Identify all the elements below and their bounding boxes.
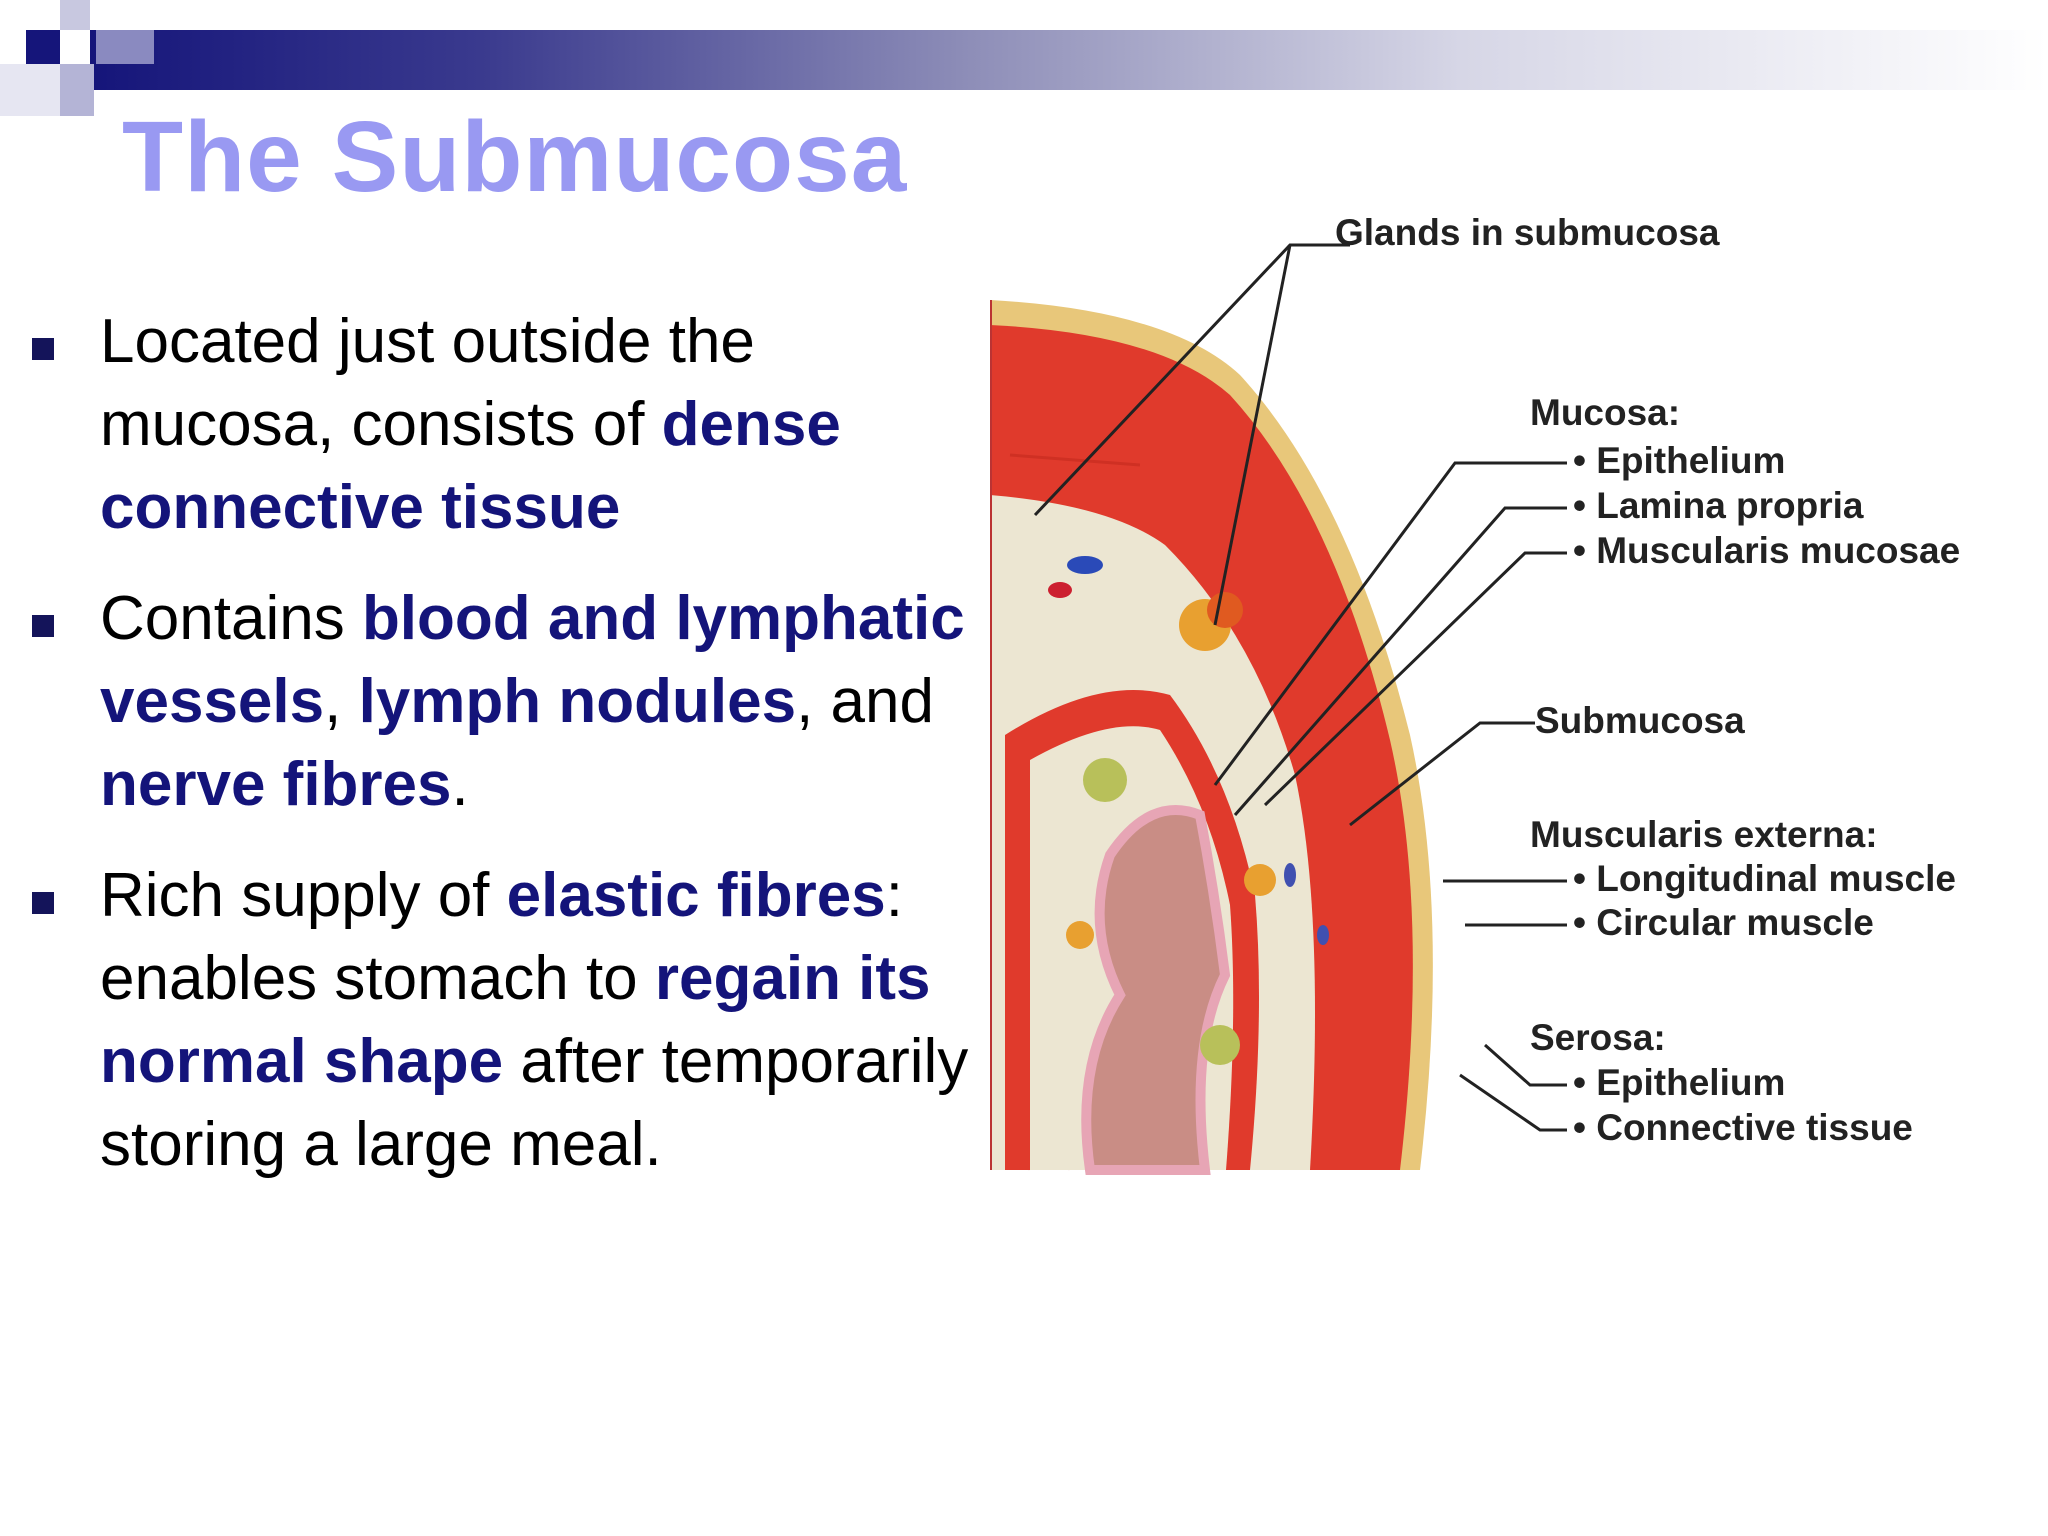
label-connective-tissue: • Connective tissue: [1573, 1107, 1913, 1148]
bullet-square-icon: [32, 615, 54, 637]
bullet-run: Rich supply of: [100, 861, 507, 930]
label-muscularis-mucosae: • Muscularis mucosae: [1573, 530, 1960, 571]
bullet-text: Rich supply of elastic fibres: enables s…: [100, 854, 1004, 1186]
bullet-run: after temporarily storing a large meal.: [100, 1027, 969, 1179]
bullet-list: Located just outside the mucosa, consist…: [24, 300, 1004, 1214]
bullet-run: , and: [796, 667, 934, 736]
bullet-emphasis: elastic fibres: [506, 861, 886, 930]
label-serosa-epithelium: • Epithelium: [1573, 1062, 1785, 1103]
label-circular-muscle: • Circular muscle: [1573, 902, 1874, 943]
slide-title: The Submucosa: [122, 101, 908, 213]
bullet-run: : enables stomach to: [100, 861, 903, 1013]
bullet-item: Contains blood and lymphatic vessels, ly…: [24, 577, 1004, 826]
header-gradient-bar: [90, 30, 2048, 90]
bullet-emphasis: dense connective tissue: [100, 390, 841, 542]
bullet-emphasis: blood and lymphatic vessels: [100, 584, 965, 736]
label-lamina-propria: • Lamina propria: [1573, 485, 1864, 526]
bullet-run: Contains: [100, 584, 362, 653]
bullet-run: Located just outside the mucosa, consist…: [100, 307, 755, 459]
bullet-square-icon: [32, 338, 54, 360]
header-square-grey: [60, 64, 94, 116]
bullet-item: Located just outside the mucosa, consist…: [24, 300, 1004, 549]
bullet-text: Located just outside the mucosa, consist…: [100, 300, 1004, 549]
label-glands-in-submucosa: Glands in submucosa: [1335, 215, 1720, 253]
bullet-run: .: [451, 750, 469, 819]
diagram-labels: Glands in submucosa Mucosa: • Epithelium…: [1335, 215, 1960, 1148]
header-square-pale: [0, 64, 60, 116]
bullet-run: ,: [324, 667, 359, 736]
stomach-wall-diagram: Glands in submucosa Mucosa: • Epithelium…: [990, 215, 1960, 1175]
bullet-emphasis: lymph nodules: [358, 667, 797, 736]
label-muscularis-externa: Muscularis externa:: [1530, 814, 1878, 855]
stomach-wall-illustration: [990, 300, 1433, 1175]
header-square-dark: [26, 30, 60, 64]
label-epithelium: • Epithelium: [1573, 440, 1785, 481]
header-square-mid: [96, 30, 154, 64]
bullet-emphasis: nerve fibres: [100, 750, 452, 819]
label-mucosa: Mucosa:: [1530, 392, 1680, 433]
label-submucosa: Submucosa: [1535, 700, 1745, 741]
leader-lines: [1033, 243, 1567, 1132]
bullet-item: Rich supply of elastic fibres: enables s…: [24, 854, 1004, 1186]
label-longitudinal-muscle: • Longitudinal muscle: [1573, 858, 1956, 899]
bullet-emphasis: regain its normal shape: [100, 944, 931, 1096]
bullet-text: Contains blood and lymphatic vessels, ly…: [100, 577, 1004, 826]
bullet-square-icon: [32, 892, 54, 914]
label-serosa: Serosa:: [1530, 1017, 1666, 1058]
header-square-light: [60, 0, 90, 30]
